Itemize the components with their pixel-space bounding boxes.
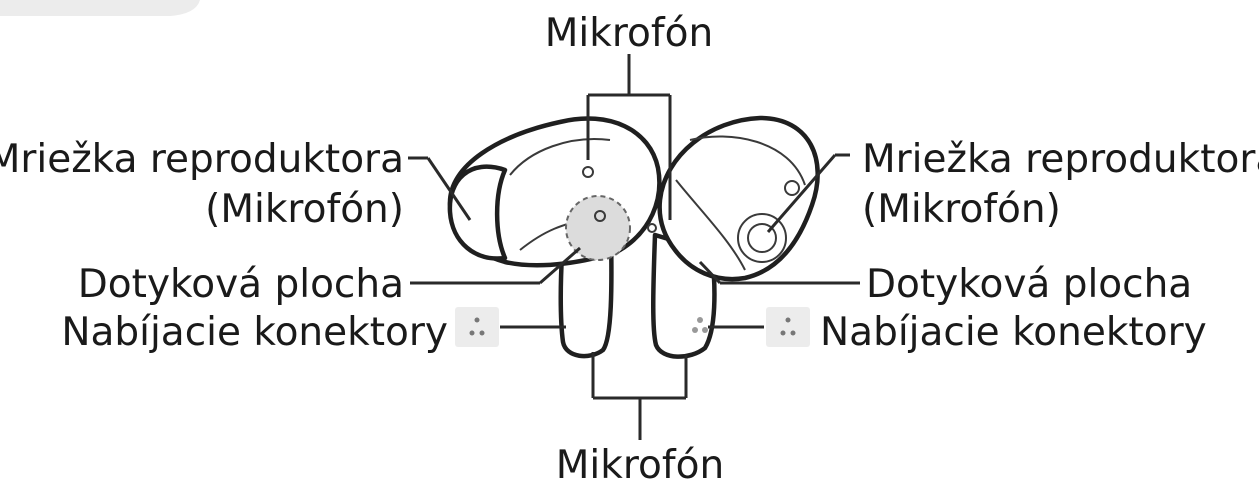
mic-bottom-callout	[591, 352, 688, 440]
corner-artifact	[0, 0, 200, 16]
label-mic-bottom: Mikrofón	[556, 443, 724, 484]
charging-contacts-icon	[455, 307, 499, 347]
mic-top-callout	[586, 54, 672, 220]
earbud-right-icon	[647, 115, 820, 359]
mic-hole-icon	[582, 166, 594, 178]
label-charging-right: Nabíjacie konektory	[820, 310, 1207, 355]
label-charging-left: Nabíjacie konektory	[61, 310, 448, 355]
label-speaker-grille-right: Mriežka reproduktora	[862, 137, 1259, 182]
right-callout-lines	[698, 153, 860, 329]
charging-contacts-icon	[766, 307, 810, 347]
label-speaker-grille-right-mic: (Mikrofón)	[862, 187, 1061, 232]
label-touch-area-right: Dotyková plocha	[866, 262, 1192, 307]
label-touch-area-left: Dotyková plocha	[78, 262, 404, 307]
label-mic-top: Mikrofón	[545, 11, 713, 56]
label-speaker-grille-left-mic: (Mikrofón)	[205, 187, 404, 232]
touch-area-icon	[565, 195, 631, 261]
earbud-left-icon	[447, 116, 662, 359]
label-speaker-grille-left: Mriežka reproduktora	[0, 137, 404, 182]
mic-hole-icon	[647, 223, 657, 233]
left-callout-lines	[408, 156, 581, 329]
